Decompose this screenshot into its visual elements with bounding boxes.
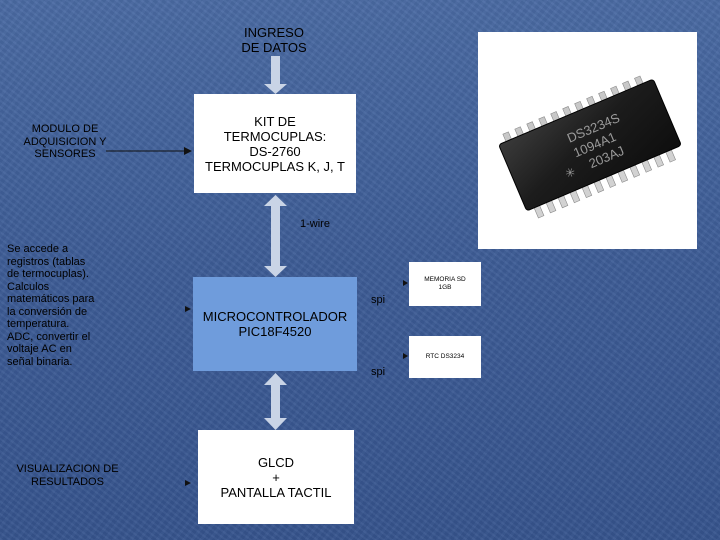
spi-bottom-label: spi	[371, 366, 386, 378]
glcd-text: GLCD + PANTALLA TACTIL	[220, 454, 332, 500]
results-display-label: VISUALIZACION DE RESULTADOS	[16, 463, 119, 488]
microcontroller-text: MICROCONTROLADOR PIC18F4520	[202, 309, 348, 339]
sd-pointer-arrow	[403, 280, 408, 286]
rtc-pointer-arrow	[403, 353, 408, 359]
rtc-box: RTC DS3234	[409, 336, 481, 378]
spi-top-label: spi	[371, 294, 386, 306]
processing-notes-label: Se accede a registros (tablas de termocu…	[7, 243, 95, 368]
acquisition-module-label: MODULO DE ADQUISICION Y SENSORES	[23, 123, 107, 160]
rtc-text: RTC DS3234	[425, 353, 465, 360]
sd-memory-box: MEMORIA SD 1GB	[409, 262, 481, 306]
thermocouple-kit-text: KIT DE TERMOCUPLAS: DS-2760 TERMOCUPLAS …	[205, 113, 345, 174]
kit-mcu-bidirectional-arrow	[264, 195, 287, 277]
sd-memory-text: MEMORIA SD 1GB	[424, 276, 466, 291]
rtc-chip-photo: DS3234S 1094A1 203AJ ✳	[478, 32, 697, 249]
processing-pointer-arrow	[185, 306, 191, 312]
input-arrow	[264, 56, 287, 94]
one-wire-label: 1-wire	[300, 218, 330, 230]
microcontroller-box: MICROCONTROLADOR PIC18F4520	[193, 277, 357, 371]
thermocouple-kit-box: KIT DE TERMOCUPLAS: DS-2760 TERMOCUPLAS …	[194, 94, 356, 193]
glcd-box: GLCD + PANTALLA TACTIL	[198, 430, 354, 524]
input-data-title: INGRESO DE DATOS	[241, 25, 307, 55]
chip-illustration: DS3234S 1094A1 203AJ ✳	[499, 75, 681, 219]
mcu-glcd-bidirectional-arrow	[264, 373, 287, 430]
results-pointer-arrow	[185, 480, 191, 486]
